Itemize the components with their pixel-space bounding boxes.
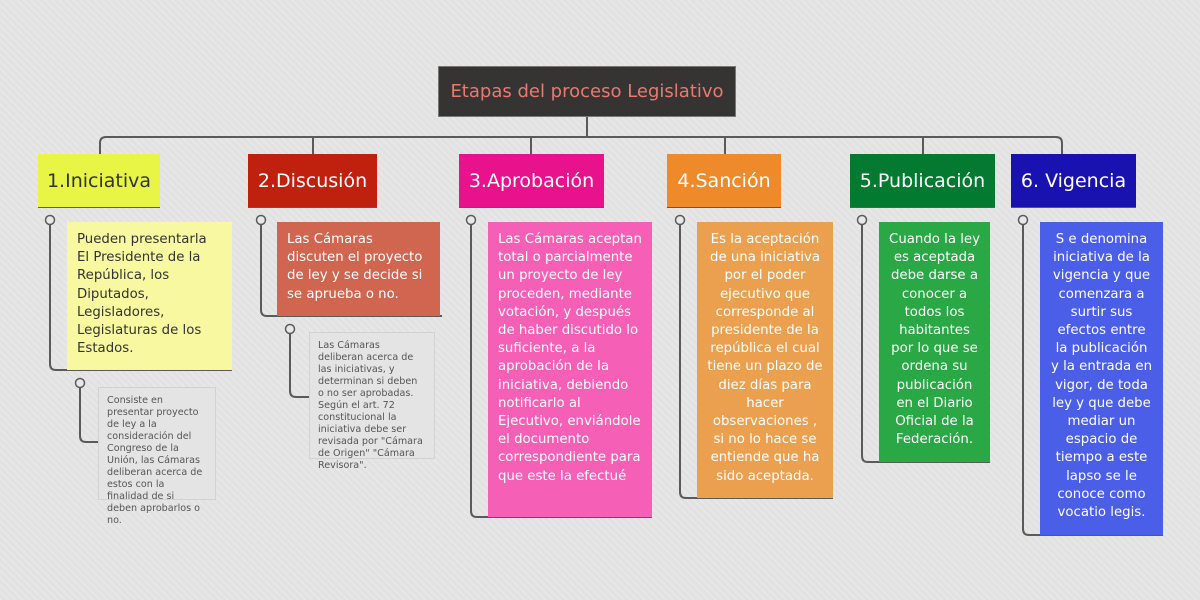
stage-iniciativa[interactable]: 1.Iniciativa	[38, 154, 160, 207]
publicacion-card[interactable]: Cuando la ley es aceptada debe darse a c…	[879, 222, 990, 462]
stage-vigencia[interactable]: 6. Vigencia	[1011, 154, 1136, 207]
sancion-card[interactable]: Es la aceptación de una iniciativa por e…	[697, 222, 833, 498]
stage-aprobacion[interactable]: 3.Aprobación	[459, 154, 604, 207]
stage-sancion[interactable]: 4.Sanción	[667, 154, 781, 207]
iniciativa-note[interactable]: Consiste en presentar proyecto de ley a …	[98, 387, 216, 526]
stage-publicacion[interactable]: 5.Publicación	[850, 154, 995, 207]
discusion-note[interactable]: Las Cámaras deliberan acerca de las inic…	[309, 332, 435, 471]
stage-discusion[interactable]: 2.Discusión	[248, 154, 377, 207]
root-topic[interactable]: Etapas del proceso Legislativo	[438, 66, 736, 117]
discusion-card[interactable]: Las Cámaras discuten el proyecto de ley …	[277, 222, 440, 316]
vigencia-card[interactable]: S e denomina iniciativa de la vigencia y…	[1040, 222, 1163, 535]
iniciativa-card[interactable]: Pueden presentarla El Presidente de la R…	[67, 222, 232, 370]
aprobacion-card[interactable]: Las Cámaras aceptan total o parcialmente…	[488, 222, 652, 517]
